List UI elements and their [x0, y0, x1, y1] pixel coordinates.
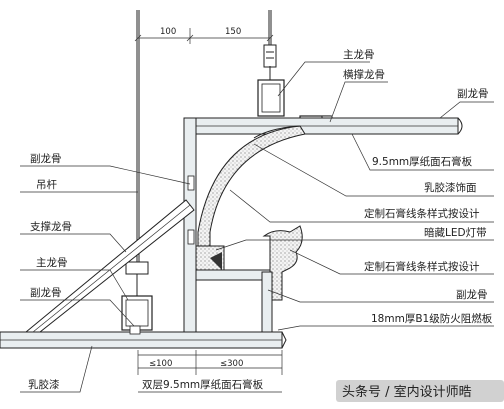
label-latex-paint: 乳胶漆 [28, 378, 60, 391]
label-main-keel-top: 主龙骨 [343, 48, 375, 61]
label-custom-gypsum-line-2: 定制石膏线条样式按设计 [364, 260, 480, 273]
curved-moulding [197, 125, 306, 247]
lower-ceiling-board [0, 331, 287, 349]
leader-lines [20, 61, 494, 393]
dim-top-right: 150 [225, 27, 241, 37]
label-cross-keel: 横撑龙骨 [343, 68, 385, 81]
label-latex-paint-finish: 乳胶漆饰面 [424, 181, 477, 194]
watermark: 头条号 / 室内设计师晧 [336, 380, 504, 402]
left-keel-assembly [121, 261, 153, 335]
label-fire-board: 18mm厚B1级防火阻燃板 [371, 312, 493, 325]
label-sub-keel-right-low: 副龙骨 [456, 288, 488, 301]
label-hidden-led: 暗藏LED灯带 [424, 226, 487, 239]
label-hanger-rod: 吊杆 [36, 178, 57, 191]
label-main-keel-left: 主龙骨 [36, 256, 68, 269]
dim-top-left: 100 [160, 27, 176, 37]
vertical-drop [183, 117, 197, 337]
label-gypsum-board-95: 9.5mm厚纸面石膏板 [372, 155, 473, 168]
support-keel [24, 199, 195, 333]
watermark-text: 头条号 / 室内设计师晧 [342, 384, 472, 400]
drop-board [183, 117, 197, 337]
label-support-keel: 支撑龙骨 [30, 220, 72, 233]
led-strip [210, 252, 222, 270]
dim-bottom-left: ≤100 [149, 359, 172, 369]
label-double-board: 双层9.5mm厚纸面石膏板 [142, 378, 264, 391]
gypsum-line-right [262, 225, 303, 301]
label-custom-gypsum-line-1: 定制石膏线条样式按设计 [364, 207, 480, 220]
led-cove [195, 225, 303, 333]
bottom-dimension: ≤100 ≤300 [137, 350, 283, 375]
main-keel-left [121, 295, 153, 331]
label-sub-keel-left-low: 副龙骨 [30, 286, 62, 299]
top-dimension: 100 150 [134, 27, 274, 44]
upper-ceiling-board [187, 117, 463, 135]
label-sub-keel-top-right: 副龙骨 [457, 87, 489, 100]
dim-bottom-right: ≤300 [220, 359, 243, 369]
label-sub-keel-left: 副龙骨 [30, 152, 62, 165]
